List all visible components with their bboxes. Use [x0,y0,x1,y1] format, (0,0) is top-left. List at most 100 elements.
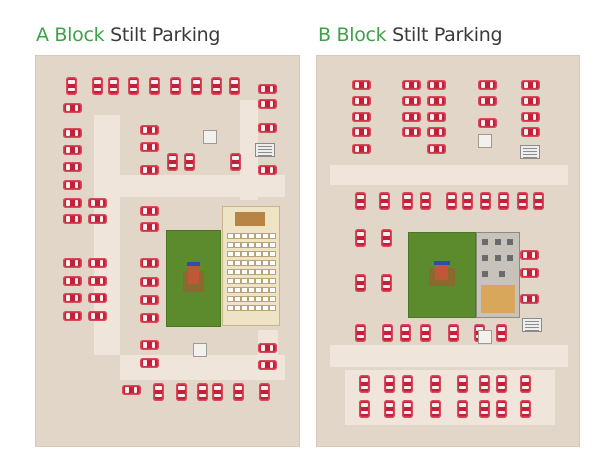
car-windshield [519,195,526,199]
stair-step [525,321,539,322]
car-icon [402,112,421,122]
hall-seat [269,251,276,257]
car-icon [63,214,82,224]
car-rear-window [186,164,193,167]
stair-step [523,154,537,155]
hall-seat [241,305,248,311]
car-rear-window [75,200,78,206]
car-windshield [481,98,485,104]
gym-equipment-icon [495,239,501,245]
car-windshield [381,195,388,199]
hall-seat [262,305,269,311]
car-windshield [66,130,70,136]
car-icon [258,165,277,175]
car-windshield [91,200,95,206]
b-driveway-top [330,165,568,185]
car-windshield [430,114,434,120]
car-rear-window [432,411,439,414]
car-rear-window [155,394,162,397]
car-windshield [355,98,359,104]
hall-seat [241,269,248,275]
car-icon [521,112,540,122]
car-rear-window [172,88,179,91]
car-rear-window [152,144,155,150]
car-icon [197,383,208,401]
car-rear-window [364,146,367,152]
car-rear-window [152,167,155,173]
hall-seat [262,233,269,239]
car-icon [381,274,392,292]
car-rear-window [357,240,364,243]
car-rear-window [490,120,493,126]
b-block-title-rest: Stilt Parking [392,24,503,46]
car-windshield [498,378,505,382]
car-windshield [110,80,117,84]
a-driveway-mid [120,175,285,197]
stair-step [523,148,537,149]
car-windshield [261,362,265,368]
car-windshield [261,125,265,131]
car-rear-window [94,88,101,91]
gazebo-roof [187,262,200,266]
stair-step [258,149,272,150]
hall-seat [255,305,262,311]
car-windshield [151,80,158,84]
lift-icon [478,330,492,344]
car-windshield [91,313,95,319]
hall-seat [241,233,248,239]
car-rear-window [464,203,471,206]
car-icon [88,311,107,321]
car-windshield [261,386,268,390]
car-icon [167,153,178,171]
a-hall-stage [235,212,265,226]
car-rear-window [364,114,367,120]
a-banquet-hall [222,206,280,326]
car-icon [140,258,159,268]
car-icon [140,277,159,287]
hall-seat [269,269,276,275]
car-rear-window [152,360,155,366]
car-icon [63,162,82,172]
car-icon [122,385,141,395]
car-rear-window [68,88,75,91]
car-windshield [481,120,485,126]
car-icon [478,118,497,128]
car-rear-window [414,98,417,104]
hall-seat [227,287,234,293]
car-rear-window [404,386,411,389]
car-windshield [355,129,359,135]
car-windshield [66,182,70,188]
car-icon [88,258,107,268]
car-windshield [524,82,528,88]
car-rear-window [439,98,442,104]
car-icon [379,192,390,210]
gym-equipment-icon [507,239,513,245]
hall-seat [248,278,255,284]
car-windshield [357,232,364,236]
car-icon [140,142,159,152]
car-windshield [143,208,147,214]
hall-seat [248,296,255,302]
car-windshield [66,105,70,111]
car-rear-window [199,394,206,397]
car-icon [517,192,528,210]
car-icon [212,383,223,401]
car-windshield [169,156,176,160]
car-rear-window [110,88,117,91]
car-icon [140,165,159,175]
car-icon [520,250,539,260]
hall-seat [248,251,255,257]
car-windshield [125,387,129,393]
car-windshield [459,403,466,407]
car-icon [521,127,540,137]
car-windshield [66,147,70,153]
car-windshield [213,80,220,84]
car-icon [355,229,366,247]
car-windshield [405,114,409,120]
car-icon [448,324,459,342]
hall-seat [227,260,234,266]
hall-seat [241,296,248,302]
car-windshield [522,403,529,407]
hall-seat [234,269,241,275]
car-windshield [357,327,364,331]
